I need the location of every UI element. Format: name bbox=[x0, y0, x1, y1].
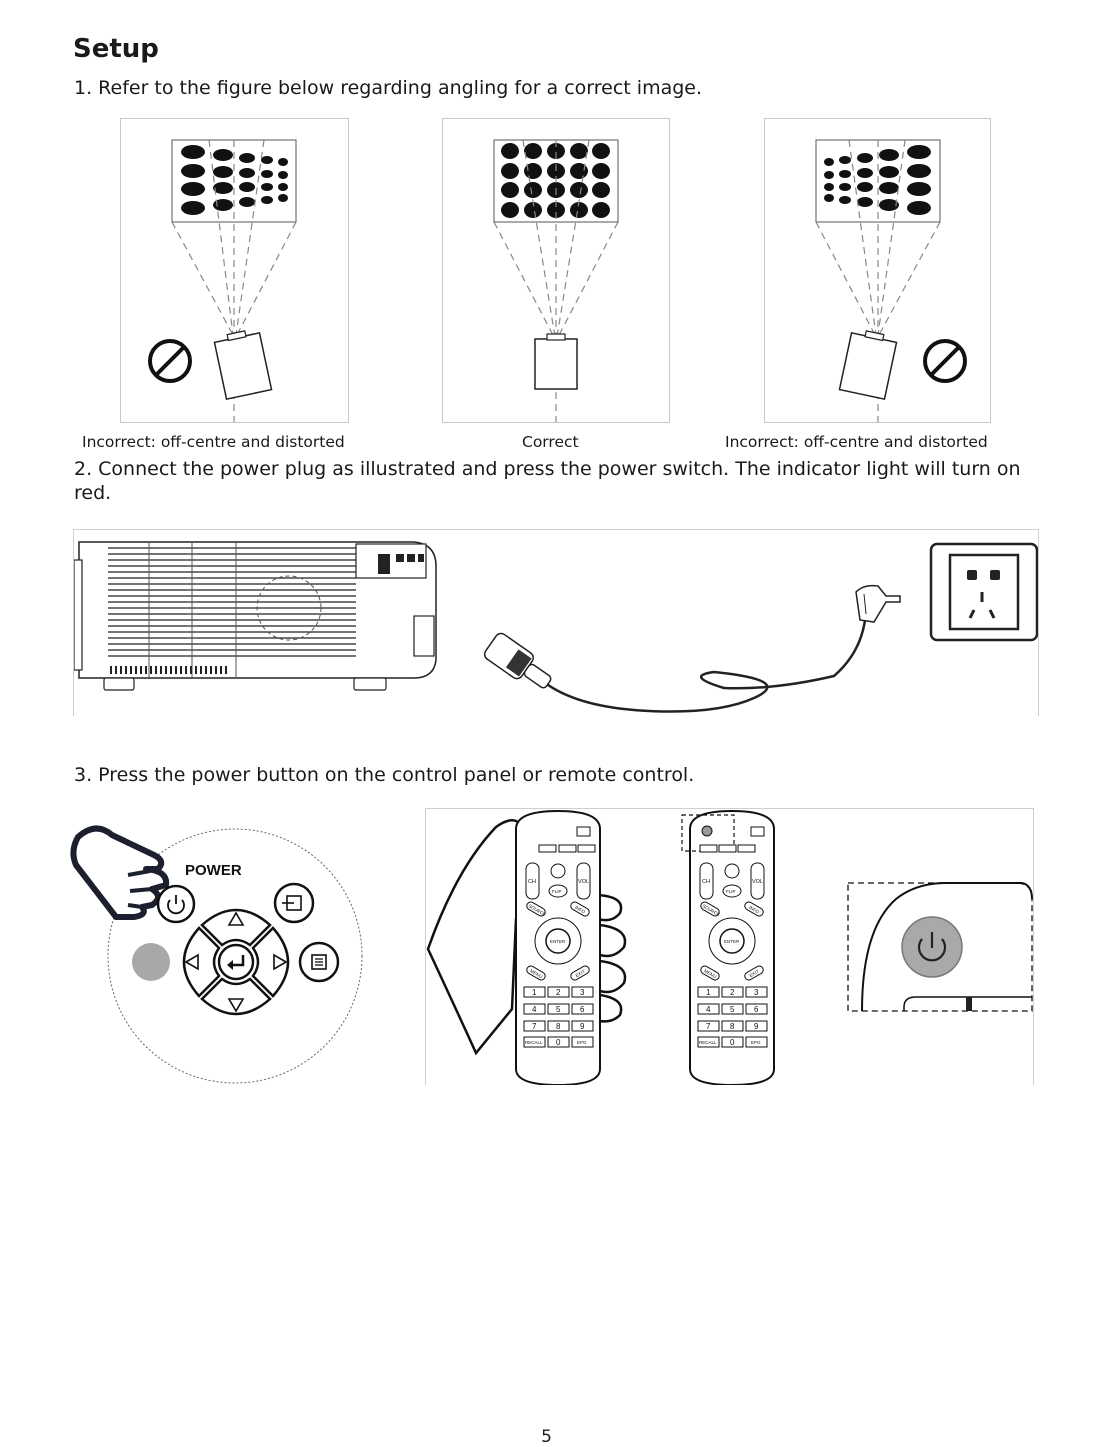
remote-power-button[interactable] bbox=[701, 825, 713, 837]
recall-label-1: RECALL bbox=[525, 1040, 543, 1045]
epg-label-2: EPG bbox=[751, 1040, 761, 1045]
remote-standalone: CH VOL FLIP SOURCE INFO ENTER MENU EXIT … bbox=[681, 809, 775, 1087]
key-8-label-2: 8 bbox=[730, 1022, 735, 1031]
enter-label-2: ENTER bbox=[724, 939, 740, 944]
recall-label-2: RECALL bbox=[699, 1040, 717, 1045]
wall-plug bbox=[855, 584, 901, 623]
indicator-light bbox=[132, 943, 170, 981]
caption-center: Correct bbox=[522, 433, 579, 451]
menu-label-1: MENU bbox=[529, 968, 543, 979]
projector-illustration bbox=[73, 541, 437, 691]
key-6-label-2: 6 bbox=[754, 1005, 759, 1014]
remote-held: CH VOL FLIP SOURCE INFO ENTER MENU EXIT … bbox=[515, 809, 601, 1087]
panel-power-button[interactable] bbox=[156, 884, 196, 924]
key-7-label: 7 bbox=[532, 1022, 537, 1031]
angle-figure-center-correct bbox=[442, 118, 670, 423]
key-4-label-2: 4 bbox=[706, 1005, 711, 1014]
enter-label-1: ENTER bbox=[550, 939, 566, 944]
key-0-label-2: 0 bbox=[730, 1038, 735, 1047]
key-5-label-2: 5 bbox=[730, 1005, 735, 1014]
key-8-label: 8 bbox=[556, 1022, 561, 1031]
panel-menu-button[interactable] bbox=[298, 941, 340, 983]
key-9-label: 9 bbox=[580, 1022, 585, 1031]
page-number: 5 bbox=[541, 1427, 552, 1447]
step-1-text: 1. Refer to the figure below regarding a… bbox=[74, 77, 703, 99]
panel-dpad[interactable] bbox=[182, 908, 290, 1016]
step-3-text: 3. Press the power button on the control… bbox=[74, 764, 695, 786]
key-2-label: 2 bbox=[556, 988, 561, 997]
prohibited-icon bbox=[148, 339, 192, 383]
key-0-label: 0 bbox=[556, 1038, 561, 1047]
key-1-label: 1 bbox=[532, 988, 537, 997]
flip-label-1: FLIP bbox=[552, 889, 562, 894]
step-2-text: 2. Connect the power plug as illustrated… bbox=[74, 458, 1021, 504]
key-3-label-2: 3 bbox=[754, 988, 759, 997]
key-6-label: 6 bbox=[580, 1005, 585, 1014]
caption-right: Incorrect: off-centre and distorted bbox=[725, 433, 988, 451]
key-2-label-2: 2 bbox=[730, 988, 735, 997]
prohibited-icon bbox=[923, 339, 967, 383]
wall-socket bbox=[929, 542, 1039, 642]
pointing-hand-icon bbox=[70, 825, 170, 920]
key-5-label: 5 bbox=[556, 1005, 561, 1014]
exit-label-1: EXIT bbox=[575, 969, 586, 978]
info-label-2: INFO bbox=[748, 905, 760, 915]
angle-figure-right-incorrect bbox=[764, 118, 991, 423]
key-1-label-2: 1 bbox=[706, 988, 711, 997]
page-title: Setup bbox=[73, 34, 159, 64]
flip-label-2: FLIP bbox=[726, 889, 736, 894]
power-cord-connector bbox=[483, 632, 552, 689]
key-9-label-2: 9 bbox=[754, 1022, 759, 1031]
power-button-zoom-detail bbox=[847, 882, 1033, 1012]
exit-label-2: EXIT bbox=[749, 969, 760, 978]
vol-label-1: VOL bbox=[578, 879, 589, 885]
ch-label-1: CH bbox=[528, 879, 536, 885]
ch-label-2: CH bbox=[702, 879, 710, 885]
info-label-1: INFO bbox=[574, 905, 586, 915]
key-3-label: 3 bbox=[580, 988, 585, 997]
vol-label-2: VOL bbox=[752, 879, 763, 885]
remote-control-figure: CH VOL FLIP SOURCE INFO ENTER MENU EXIT … bbox=[425, 808, 1034, 1087]
panel-source-button[interactable] bbox=[273, 882, 315, 924]
power-label: POWER bbox=[185, 862, 242, 879]
key-4-label: 4 bbox=[532, 1005, 537, 1014]
epg-label-1: EPG bbox=[577, 1040, 587, 1045]
angle-figure-left-incorrect bbox=[120, 118, 349, 423]
power-connection-figure bbox=[73, 529, 1039, 716]
key-7-label-2: 7 bbox=[706, 1022, 711, 1031]
control-panel-figure: POWER bbox=[28, 815, 398, 1090]
menu-label-2: MENU bbox=[703, 968, 717, 979]
caption-left: Incorrect: off-centre and distorted bbox=[82, 433, 345, 451]
